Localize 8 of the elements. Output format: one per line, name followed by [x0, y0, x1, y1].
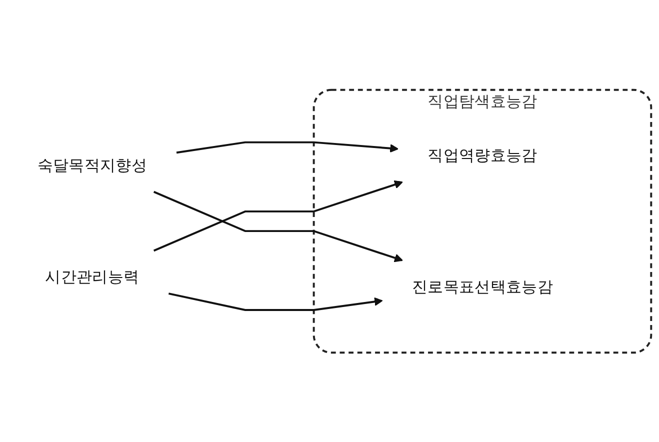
arrow [153, 190, 403, 262]
arrow [168, 292, 383, 311]
arrow [153, 180, 403, 252]
node-text: 숙달목적지향성 [37, 155, 148, 174]
node-text: 직업역량효능감 [428, 145, 538, 164]
node-text: 시간관리능력 [45, 267, 140, 286]
arrow [176, 141, 399, 154]
node-text: 진로목표선택효능감 [412, 276, 554, 296]
